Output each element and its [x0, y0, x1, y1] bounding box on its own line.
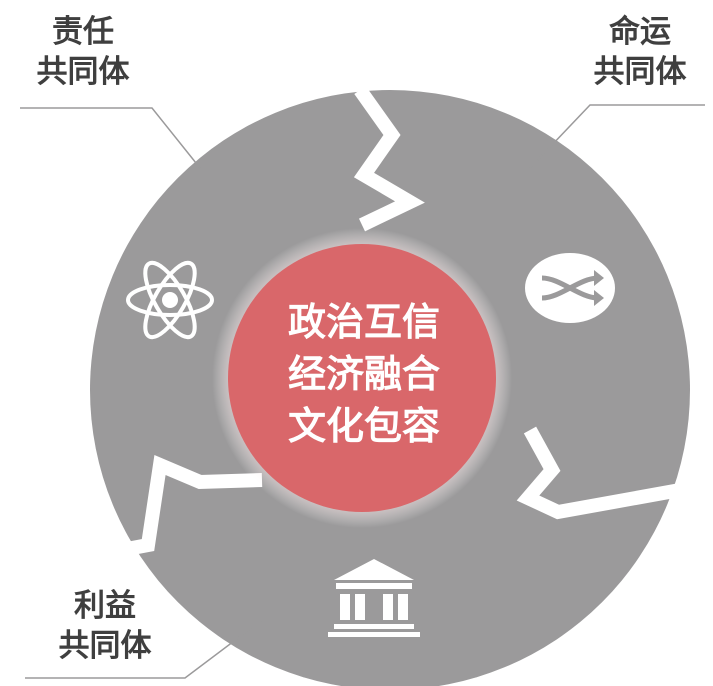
segment-label-line1: 命运 — [609, 14, 671, 50]
separator-left — [68, 455, 263, 567]
center-text-line3: 文化包容 — [287, 404, 440, 448]
leader-line-interest — [25, 619, 263, 679]
segment-label-interest: 利益 共同体 — [40, 586, 170, 666]
segment-label-line2: 共同体 — [36, 54, 130, 90]
leader-line-destiny — [529, 104, 705, 169]
center-circle — [228, 244, 496, 512]
bank-building-icon — [328, 559, 420, 637]
arrows-exchange-icon — [525, 253, 615, 323]
segment-label-line2: 共同体 — [593, 54, 687, 90]
segment-label-destiny: 命运 共同体 — [575, 12, 705, 92]
center-text-line1: 政治互信 — [287, 300, 440, 344]
atom-icon — [126, 260, 214, 340]
segment-label-line2: 共同体 — [58, 628, 152, 664]
segment-label-line1: 利益 — [74, 588, 136, 624]
separator-right — [516, 426, 682, 520]
leader-line-responsibility — [20, 107, 201, 169]
segment-label-line1: 责任 — [52, 14, 114, 50]
segment-label-responsibility: 责任 共同体 — [18, 12, 148, 92]
separator-top — [353, 85, 425, 232]
center-text-line2: 经济融合 — [287, 352, 440, 396]
center-text: 政治互信 经济融合 文化包容 — [250, 296, 478, 452]
